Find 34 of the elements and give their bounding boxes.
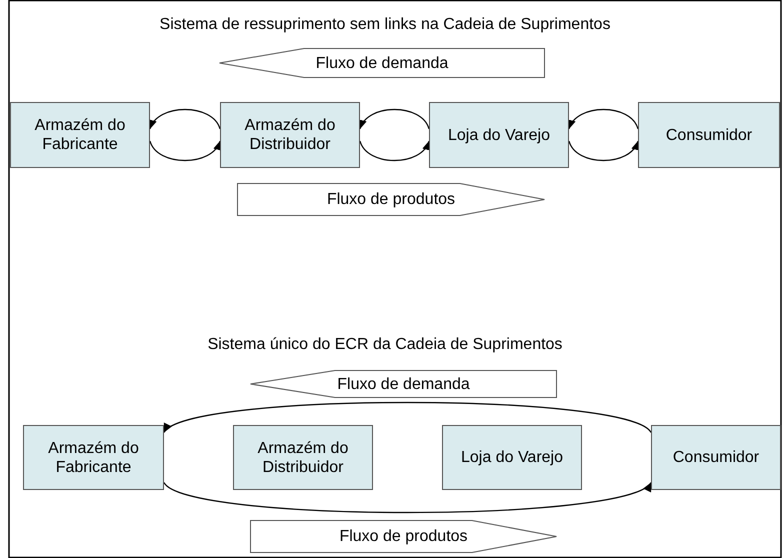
arrow xyxy=(568,108,639,130)
arrow xyxy=(149,140,221,162)
process-box xyxy=(10,102,150,168)
process-box xyxy=(233,425,373,490)
process-box xyxy=(651,425,781,490)
arrow xyxy=(359,108,430,130)
flow-label: Fluxo de produtos xyxy=(326,190,456,209)
box-label: Armazém do Distribuidor xyxy=(244,116,336,154)
arrow xyxy=(149,108,221,130)
flow-label: Fluxo de demanda xyxy=(337,374,470,394)
process-box xyxy=(220,102,360,168)
arrow xyxy=(164,402,652,433)
arrow xyxy=(164,482,652,514)
flow-label: Fluxo de produtos xyxy=(339,527,468,546)
box-label: Loja do Varejo xyxy=(448,126,550,144)
block-arrow xyxy=(250,370,557,398)
box-label: Armazém do Fabricante xyxy=(34,116,126,154)
process-box xyxy=(23,425,164,490)
process-box xyxy=(638,102,780,168)
arrow xyxy=(568,140,639,162)
panel-title: Sistema único do ECR da Cadeia de Suprimentos xyxy=(208,336,562,354)
box-label: Armazém do Fabricante xyxy=(47,438,140,476)
arrow xyxy=(359,140,430,162)
process-box xyxy=(429,102,569,168)
block-arrow xyxy=(250,520,557,553)
panel-title: Sistema de ressuprimento sem links na Cadeia de Suprimentos xyxy=(160,16,610,34)
box-label: Consumidor xyxy=(672,448,760,467)
box-label: Loja do Varejo xyxy=(461,448,563,467)
block-arrow xyxy=(219,48,545,78)
box-label: Armazém do Distribuidor xyxy=(256,438,350,476)
block-arrow xyxy=(237,183,545,216)
flow-label: Fluxo de demanda xyxy=(316,54,448,72)
process-box xyxy=(442,425,582,490)
box-label: Consumidor xyxy=(666,126,752,144)
